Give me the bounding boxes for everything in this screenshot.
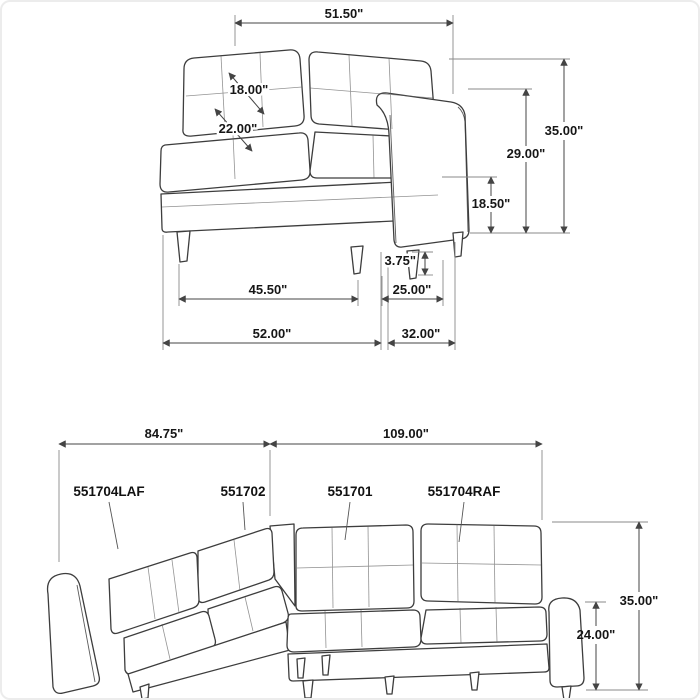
raf-front-rail xyxy=(287,643,550,682)
laf-arm xyxy=(46,572,101,695)
dim-overall-depth: 32.00" xyxy=(402,326,441,341)
sectional-drawing xyxy=(46,523,585,698)
seat-left-cushion xyxy=(159,132,311,193)
sectional-dimensions: 84.75" 109.00" 35.00" 24.00" 551704LAF 5… xyxy=(58,426,659,691)
dimension-lines xyxy=(58,440,643,691)
dim-overall-width: 52.00" xyxy=(253,326,292,341)
dim-overall-height: 35.00" xyxy=(545,123,584,138)
dim-seat-height: 18.50" xyxy=(472,196,511,211)
raf-arm xyxy=(548,597,585,688)
loveseat-drawing xyxy=(159,49,470,280)
leg-front-left xyxy=(176,230,191,263)
dim-back-width: 51.50" xyxy=(325,6,364,21)
raf-seat-cushion-left xyxy=(286,609,422,653)
right-arm xyxy=(375,92,470,248)
dimension-lines xyxy=(162,19,568,347)
right-arm-outer-edge xyxy=(457,106,469,233)
dim-arm-height: 24.00" xyxy=(577,627,616,642)
sku-label-corner: 551702 xyxy=(220,484,265,499)
leg-front-middle xyxy=(350,245,364,275)
laf-back-cushion-near xyxy=(108,551,200,635)
sectional-tuft-lines xyxy=(147,523,542,660)
dim-leg-height: 3.75" xyxy=(385,253,416,268)
dim-arm-height: 29.00" xyxy=(507,146,546,161)
dim-line-seat-depth xyxy=(214,108,253,152)
sectional-diagram: 84.75" 109.00" 35.00" 24.00" 551704LAF 5… xyxy=(46,426,659,698)
loveseat-dimensions: 51.50" 18.00" 22.00" 35.00" 29.00" 18.50… xyxy=(162,6,584,350)
sku-label-raf: 551704RAF xyxy=(428,484,501,499)
sku-label-laf: 551704LAF xyxy=(73,484,144,499)
dim-laf-width: 84.75" xyxy=(145,426,184,441)
right-arm-inner-edge xyxy=(389,114,397,244)
leg-front-right xyxy=(406,249,420,280)
sectional-legs xyxy=(139,654,572,698)
dim-back-cushion-height: 18.00" xyxy=(230,82,269,97)
raf-back-cushion-left xyxy=(295,524,415,612)
leg-back-right xyxy=(452,231,464,258)
dim-line-back-cushion xyxy=(228,72,265,115)
loveseat-diagram: 51.50" 18.00" 22.00" 35.00" 29.00" 18.50… xyxy=(159,6,584,350)
laf-arm-edge xyxy=(76,584,96,683)
dim-raf-width: 109.00" xyxy=(383,426,429,441)
dim-overall-height: 35.00" xyxy=(620,593,659,608)
sku-label-armless: 551701 xyxy=(327,484,373,499)
dim-seat-depth: 22.00" xyxy=(219,121,258,136)
tuft-lines xyxy=(161,52,439,208)
sku-leader-lines xyxy=(108,501,465,550)
raf-seat-cushion-right xyxy=(420,606,548,645)
extension-lines xyxy=(162,15,570,350)
dim-seat-width: 45.50" xyxy=(249,282,288,297)
laf-back-cushion-far xyxy=(197,527,275,604)
dim-arm-front-depth: 25.00" xyxy=(393,282,432,297)
